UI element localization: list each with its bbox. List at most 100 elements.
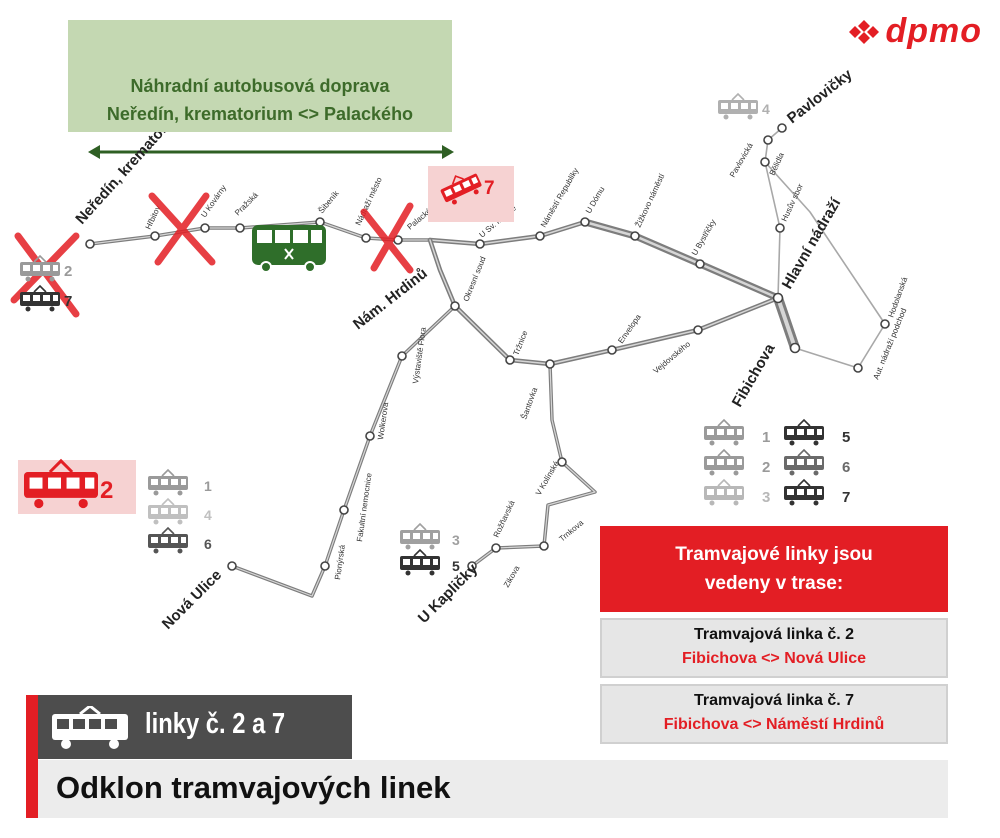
- stop-nova-ulice: [227, 561, 237, 571]
- stop-pavlovicky: [777, 123, 787, 133]
- badge-uk-3: 3: [452, 532, 460, 548]
- stop-neredin: [85, 239, 95, 249]
- stop-husuv-sbor: [775, 223, 785, 233]
- stop-pavlovicka: [763, 135, 773, 145]
- badge-nu-4: 4: [204, 507, 212, 523]
- badge-hub-1: 1: [762, 429, 770, 446]
- badge-hub-5: 5: [842, 429, 850, 446]
- footer-accent-bar: [26, 695, 38, 818]
- stop-pionyrska: [320, 561, 330, 571]
- stop-u-kovarny: [200, 223, 210, 233]
- badge-hub-7: 7: [842, 489, 850, 506]
- terminal-u-kaplicky: U Kapličky: [415, 560, 482, 627]
- terminal-nam-hrdinu: Nám. Hrdinů: [350, 265, 431, 333]
- badge-pavlovicky-4: 4: [762, 101, 770, 117]
- stop-envelopa: [607, 345, 617, 355]
- stop-zizkovo: [630, 231, 640, 241]
- label-santovka: Šantovka: [519, 386, 539, 421]
- badge-nu-6: 6: [204, 536, 212, 552]
- label-prazska: Pražská: [233, 190, 260, 217]
- info-line-7-route: Fibichova <> Náměstí Hrdinů: [663, 716, 885, 733]
- stop-hodolanska: [880, 319, 890, 329]
- stop-prazska: [235, 223, 245, 233]
- tram-icon-line-4: [717, 93, 759, 121]
- stop-u-bystricky: [695, 259, 705, 269]
- info-line-2-title: Tramvajová linka č. 2: [693, 626, 855, 643]
- replacement-range-arrow: [88, 145, 454, 159]
- stop-vejdovskeho: [693, 325, 703, 335]
- stop-belidla: [760, 157, 770, 167]
- info-line-2: Tramvajová linka č. 2 Fibichova <> Nová …: [600, 618, 948, 678]
- dpmo-logo: dpmo: [849, 12, 982, 51]
- tram-icon-hub-7: [783, 479, 825, 507]
- footer-tram-icon: [52, 706, 128, 749]
- footer-lines-label: linky č. 2 a 7: [145, 708, 286, 740]
- tram-icon-uk-5: [399, 549, 441, 577]
- label-vystaviste: Výstaviště Flora: [411, 326, 428, 384]
- tram-icon-hub-1: [703, 419, 745, 447]
- label-zikova: Zikova: [502, 564, 522, 589]
- footer-title: Odklon tramvajových linek: [56, 770, 451, 805]
- stop-rozmarova: [491, 543, 501, 553]
- label-sibenik: Šibeník: [317, 188, 342, 215]
- terminal-pavlovicky: Pavlovičky: [784, 66, 856, 128]
- banner-line-2: Neředín, krematorium <> Palackého: [106, 104, 414, 124]
- stop-nadrazi-mesto: [361, 233, 371, 243]
- label-wolkerova: Wolkerova: [376, 401, 390, 440]
- track-pavlovicky-loop: [764, 161, 886, 369]
- label-trznice: Tržnice: [512, 329, 530, 357]
- badge-nu-2: 2: [100, 477, 113, 504]
- tram-icon-uk-3: [399, 523, 441, 551]
- dpmo-logo-icon: [849, 19, 880, 44]
- footer-title-bar: [26, 760, 948, 818]
- stop-v-kolinse: [557, 457, 567, 467]
- label-fakultni: Fakultní nemocnice: [355, 472, 374, 542]
- label-aut-nadrazi: Aut. nádraží podchod: [872, 307, 909, 381]
- info-line-2-route: Fibichova <> Nová Ulice: [681, 650, 867, 667]
- cancel-x-palackeho: [360, 202, 414, 274]
- stop-fibichova: [789, 342, 801, 354]
- label-namesti-republiky: Náměstí Republiky: [539, 166, 580, 229]
- tram-icon-nu-4: [147, 498, 189, 526]
- label-vejdovskeho: Vejdovského: [652, 339, 693, 375]
- stop-trnkova: [539, 541, 549, 551]
- tram-icon-nu-6: [147, 527, 189, 555]
- stop-santovka: [545, 359, 555, 369]
- cancel-x-hrbitov: [148, 192, 216, 266]
- label-okresni-soud: Okresní soud: [462, 255, 488, 302]
- info-line-7: Tramvajová linka č. 7 Fibichova <> Náměs…: [600, 684, 948, 744]
- tram-icon-hub-2: [703, 449, 745, 477]
- terminal-fibichova: Fibichova: [729, 340, 779, 410]
- stop-u-sv-morice: [475, 239, 485, 249]
- tram-icon-hub-6: [783, 449, 825, 477]
- stop-u-kaplicky: [467, 561, 477, 571]
- stop-sibenik: [315, 217, 325, 227]
- stop-trznice: [505, 355, 515, 365]
- label-trnkova: Trnkova: [558, 518, 586, 544]
- badge-uk-5: 5: [452, 558, 460, 574]
- stop-fakultni: [339, 505, 349, 515]
- label-v-kolinse: V Kolínské: [534, 459, 561, 497]
- badge-palackeho-7: 7: [484, 178, 495, 199]
- stop-hlavni: [772, 292, 784, 304]
- tram-icon-nu-1: [147, 469, 189, 497]
- label-zizkovo: Žižkovo náměstí: [634, 172, 667, 229]
- label-pavlovicka: Pavlovická: [728, 141, 755, 179]
- dpmo-logo-text: dpmo: [885, 12, 982, 50]
- badge-nu-1: 1: [204, 478, 212, 494]
- terminal-nova-ulice: Nová Ulice: [159, 567, 225, 633]
- stop-u-domu: [580, 217, 590, 227]
- info-heading: Tramvajové linky jsou vedeny v trase:: [600, 526, 948, 612]
- bus-icon: [252, 225, 326, 273]
- label-envelopa: Envelopa: [616, 312, 643, 345]
- badge-hub-3: 3: [762, 489, 770, 506]
- stop-namesti-republiky: [535, 231, 545, 241]
- tram-icon-hub-5: [783, 419, 825, 447]
- badge-neredin-7: 7: [64, 293, 72, 310]
- stop-vystaviste: [397, 351, 407, 361]
- replacement-bus-banner: Náhradní autobusová doprava Neředín, kre…: [68, 20, 452, 132]
- badge-hub-6: 6: [842, 459, 850, 476]
- label-u-bystricky: U Bystřičky: [690, 218, 718, 257]
- stop-hrbitov: [150, 231, 160, 241]
